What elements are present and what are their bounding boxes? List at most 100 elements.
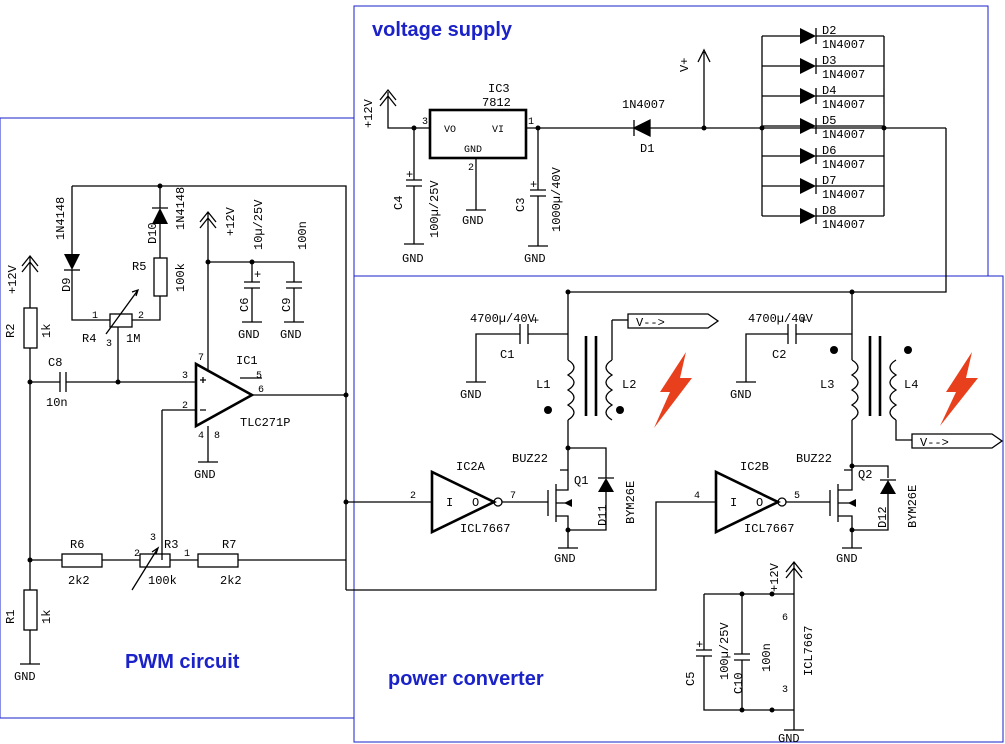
bank-diode xyxy=(800,58,816,74)
d9-diode xyxy=(64,254,80,270)
l1-ref: L1 xyxy=(536,378,550,392)
l1-coil xyxy=(566,359,575,421)
ic3-pin3: 3 xyxy=(422,117,428,128)
pwm-circuit: +12V R2 1k R1 1k GND C8 10n 1N4148 D9 D1 xyxy=(4,183,349,684)
icl-gnd-label: GND xyxy=(778,732,800,744)
bank-diode-part: 1N4007 xyxy=(822,218,865,232)
ic2a-part: ICL7667 xyxy=(460,522,510,536)
bank-diode-ref: D2 xyxy=(822,24,836,38)
d9-ref: D9 xyxy=(60,278,74,292)
l3-ref: L3 xyxy=(820,378,834,392)
q1-gnd-label: GND xyxy=(554,552,576,566)
vplus-label: V+ xyxy=(678,58,692,72)
bank-diode-part: 1N4007 xyxy=(822,98,865,112)
r5-resistor xyxy=(153,257,168,297)
bank-diode-ref: D8 xyxy=(822,204,836,218)
ic1-ref: IC1 xyxy=(236,354,258,368)
d1-part: 1N4007 xyxy=(622,98,665,112)
c3-gnd-label: GND xyxy=(524,252,546,266)
r6-val: 2k2 xyxy=(68,574,90,588)
d10-diode xyxy=(152,208,168,224)
power-converter: IC2A ICL7667 I O 2 7 IC2B ICL7667 I O 4 … xyxy=(346,289,1004,744)
bank-diode-part: 1N4007 xyxy=(822,68,865,82)
r1-gnd-label: GND xyxy=(14,670,36,684)
q2-ref: Q2 xyxy=(858,468,872,482)
d11-ref: D11 xyxy=(596,504,610,526)
bank-diode-ref: D4 xyxy=(822,84,836,98)
l1-l2-core xyxy=(584,336,598,416)
q1-part: BUZ22 xyxy=(512,452,548,466)
c1-ref: C1 xyxy=(500,348,514,362)
d12-ref: D12 xyxy=(876,506,890,528)
bank-diode xyxy=(800,28,816,44)
r3-pin2: 2 xyxy=(134,549,140,560)
c9-val: 100n xyxy=(296,221,310,250)
c6-ref: C6 xyxy=(238,298,252,312)
l4-coil xyxy=(889,359,912,441)
v-minus-out-left-label: V--> xyxy=(636,316,665,330)
bank-diode-part: 1N4007 xyxy=(822,38,865,52)
ic3-gnd-pin: GND xyxy=(464,145,482,156)
bank-diode-ref: D5 xyxy=(822,114,836,128)
section-frames xyxy=(0,5,1004,743)
power-converter-frame xyxy=(353,275,1004,743)
c10-ref: C10 xyxy=(732,672,746,694)
r2-ref: R2 xyxy=(4,324,18,338)
c4-val: 100µ/25V xyxy=(428,180,442,238)
icl-plus12v-label: +12V xyxy=(768,562,782,592)
d12-part: BYM26E xyxy=(906,485,920,528)
r4-pin3: 3 xyxy=(106,339,112,350)
bank-diode-part: 1N4007 xyxy=(822,128,865,142)
ic1-pin6: 6 xyxy=(258,385,264,396)
c4-ref: C4 xyxy=(392,196,406,210)
ic3-vi-pin: VI xyxy=(492,125,504,136)
d10-part: 1N4148 xyxy=(174,187,188,230)
ic2b-in-letter: I xyxy=(730,496,737,510)
c9-ref: C9 xyxy=(280,298,294,312)
voltage-supply-title: voltage supply xyxy=(372,19,513,41)
ic2b-pin-out: 5 xyxy=(794,491,800,502)
ic1-pin4: 4 xyxy=(198,431,204,442)
r7-ref: R7 xyxy=(222,538,236,552)
ic1-pin2: 2 xyxy=(182,401,188,412)
d10-ref: D10 xyxy=(146,222,160,244)
spark-icon xyxy=(654,352,692,428)
c8-val: 10n xyxy=(46,396,68,410)
r6-ref: R6 xyxy=(70,538,84,552)
r1-val: 1k xyxy=(40,610,54,624)
bank-diode xyxy=(800,148,816,164)
c6-val: 10µ/25V xyxy=(252,199,266,250)
ic1-plus12v-label: +12V xyxy=(224,206,238,236)
ic2a-pin-out: 7 xyxy=(510,491,516,502)
r3-val: 100k xyxy=(148,574,177,588)
l2-coil xyxy=(605,320,614,421)
c1-plus: + xyxy=(532,314,539,328)
d1-diode xyxy=(634,120,650,136)
c5-plus: + xyxy=(696,638,703,652)
r4-pin1: 1 xyxy=(92,311,98,322)
l4-ref: L4 xyxy=(904,378,918,392)
icl-pin6: 6 xyxy=(782,613,788,624)
r3-pin3: 3 xyxy=(150,533,156,544)
pwm-circuit-title: PWM circuit xyxy=(125,651,240,673)
c3-plus: + xyxy=(530,178,537,192)
ic3-part: 7812 xyxy=(482,96,511,110)
d12-diode xyxy=(880,480,896,494)
q1-ref: Q1 xyxy=(574,474,588,488)
r5-val: 100k xyxy=(174,263,188,292)
r3-pot xyxy=(139,553,171,568)
ic1-pin5: 5 xyxy=(256,371,262,382)
q2-gnd-label: GND xyxy=(836,552,858,566)
v-minus-out-right xyxy=(911,433,1004,449)
v-minus-out-left xyxy=(627,313,720,329)
c8-ref: C8 xyxy=(48,356,62,370)
c5-ref: C5 xyxy=(684,672,698,686)
supply-plus12v-label: +12V xyxy=(362,98,376,128)
r1-ref: R1 xyxy=(4,610,18,624)
bank-diode xyxy=(800,118,816,134)
ic1-opamp xyxy=(194,361,255,429)
ic1-pin8: 8 xyxy=(214,431,220,442)
c3-ref: C3 xyxy=(514,198,528,212)
l3-l4-core xyxy=(868,336,882,416)
